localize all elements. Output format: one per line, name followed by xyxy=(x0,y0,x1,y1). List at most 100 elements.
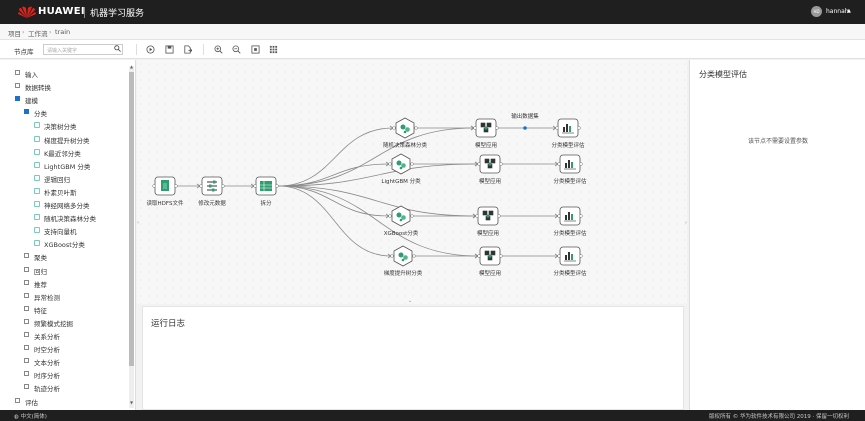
collapse-log-icon[interactable]: ⌄ xyxy=(408,298,413,304)
zoom-in-icon[interactable] xyxy=(214,45,223,54)
scroll-down-icon[interactable]: ▼ xyxy=(130,400,134,405)
tree-item[interactable]: XGBoost分类 xyxy=(34,239,126,249)
flow-node-apply2[interactable]: 模型应用 xyxy=(477,154,503,185)
input-port[interactable] xyxy=(152,184,156,188)
expand-toggle-icon[interactable] xyxy=(24,279,29,285)
expand-toggle-icon[interactable] xyxy=(15,83,20,89)
tree-item[interactable]: 朴素贝叶斯 xyxy=(34,187,126,197)
collapse-toggle-icon[interactable] xyxy=(24,109,29,115)
username[interactable]: hannah xyxy=(826,8,849,15)
flow-edge[interactable] xyxy=(277,127,475,187)
tree-item[interactable]: 时空分析 xyxy=(24,344,126,354)
flow-node-eval3[interactable]: 分类模型评估 xyxy=(553,206,587,237)
fit-screen-icon[interactable] xyxy=(251,45,260,54)
input-port[interactable] xyxy=(557,254,561,258)
collapse-toggle-icon[interactable] xyxy=(15,96,20,102)
expand-toggle-icon[interactable] xyxy=(24,384,29,390)
tree-item[interactable]: 聚类 xyxy=(24,252,126,262)
output-port[interactable] xyxy=(412,254,416,258)
tree-item[interactable]: 输入 xyxy=(15,69,126,79)
output-port[interactable] xyxy=(499,162,503,166)
tree-item[interactable]: 回归 xyxy=(24,266,126,276)
output-port[interactable] xyxy=(410,214,414,218)
flow-node-gbt[interactable]: 梯度提升树分类 xyxy=(384,245,423,277)
flow-node-apply3[interactable]: 模型应用 xyxy=(475,206,501,237)
input-port[interactable] xyxy=(388,214,392,218)
language-switcher[interactable]: ◍ 中文(简体) xyxy=(14,412,47,420)
output-port[interactable] xyxy=(577,126,581,130)
input-port[interactable] xyxy=(390,254,394,258)
user-avatar[interactable]: HD xyxy=(811,6,822,17)
tree-item[interactable]: 推荐 xyxy=(24,279,126,289)
flow-node-apply1[interactable]: 模型应用 xyxy=(473,118,499,149)
sidebar-scrollbar-thumb[interactable] xyxy=(129,72,134,366)
output-port[interactable] xyxy=(495,126,499,130)
expand-toggle-icon[interactable] xyxy=(15,397,20,403)
tree-item[interactable]: 神经网络多分类 xyxy=(34,200,126,210)
zoom-out-icon[interactable] xyxy=(232,45,241,54)
tree-item[interactable]: 逻辑回归 xyxy=(34,174,126,184)
input-port[interactable] xyxy=(555,126,559,130)
output-port[interactable] xyxy=(499,254,503,258)
tree-item[interactable]: 分类 xyxy=(24,108,126,118)
caret-up-icon[interactable]: ▲ xyxy=(847,8,851,14)
breadcrumb-item-project[interactable]: 项目 xyxy=(8,30,21,38)
flow-edge[interactable] xyxy=(277,185,479,257)
expand-toggle-icon[interactable] xyxy=(24,253,29,259)
expand-toggle-icon[interactable] xyxy=(24,266,29,272)
tree-item[interactable]: 频繁模式挖掘 xyxy=(24,318,126,328)
workflow-graph[interactable]: 输出数据集读取HDFS文件修改元数据拆分随机决策森林分类LightGBM 分类X… xyxy=(137,60,687,304)
expand-toggle-icon[interactable] xyxy=(24,371,29,377)
tree-item[interactable]: 随机决策森林分类 xyxy=(34,213,126,223)
input-port[interactable] xyxy=(557,214,561,218)
save-icon[interactable] xyxy=(165,45,174,54)
flow-node-meta[interactable]: 修改元数据 xyxy=(198,176,226,207)
flow-node-split[interactable]: 拆分 xyxy=(253,176,279,207)
expand-toggle-icon[interactable] xyxy=(15,70,20,75)
expand-toggle-icon[interactable] xyxy=(24,305,29,311)
tree-item[interactable]: 异常检测 xyxy=(24,292,126,302)
tree-item[interactable]: 时序分析 xyxy=(24,370,126,380)
tree-item[interactable]: 轨迹分析 xyxy=(24,383,126,393)
output-port[interactable] xyxy=(579,162,583,166)
breadcrumb-item-workflow[interactable]: 工作流 xyxy=(28,30,48,38)
flow-node-apply4[interactable]: 模型应用 xyxy=(477,246,503,277)
input-port[interactable] xyxy=(392,126,396,130)
grid-icon[interactable] xyxy=(269,45,278,54)
scroll-up-icon[interactable]: ▲ xyxy=(130,64,134,69)
expand-toggle-icon[interactable] xyxy=(24,345,29,351)
input-port[interactable] xyxy=(388,162,392,166)
input-port[interactable] xyxy=(475,214,479,218)
input-port[interactable] xyxy=(477,162,481,166)
tree-item[interactable]: K最近邻分类 xyxy=(34,148,126,158)
flow-node-eval1[interactable]: 分类模型评估 xyxy=(551,118,585,149)
input-port[interactable] xyxy=(557,162,561,166)
input-port[interactable] xyxy=(477,254,481,258)
collapse-right-icon[interactable]: › xyxy=(685,220,687,226)
expand-toggle-icon[interactable] xyxy=(24,332,29,337)
expand-toggle-icon[interactable] xyxy=(24,358,29,364)
tree-item[interactable]: 梯度提升树分类 xyxy=(34,135,126,145)
output-port[interactable] xyxy=(414,126,418,130)
output-port[interactable] xyxy=(579,254,583,258)
expand-toggle-icon[interactable] xyxy=(24,292,29,298)
flow-node-xgb[interactable]: XGBoost分类 xyxy=(384,205,419,237)
output-port[interactable] xyxy=(275,184,279,188)
node-search-input[interactable]: 请输入关键字 xyxy=(43,44,123,55)
tree-item[interactable]: 关系分析 xyxy=(24,331,126,341)
export-icon[interactable] xyxy=(183,45,192,54)
flow-edge[interactable] xyxy=(277,185,477,217)
flow-node-eval4[interactable]: 分类模型评估 xyxy=(553,246,587,277)
expand-toggle-icon[interactable] xyxy=(24,318,29,324)
output-port[interactable] xyxy=(410,162,414,166)
tree-item[interactable]: 建模 xyxy=(15,95,126,105)
flow-node-rf[interactable]: 随机决策森林分类 xyxy=(383,117,428,149)
input-port[interactable] xyxy=(253,184,257,188)
tree-item[interactable]: LightGBM 分类 xyxy=(34,161,126,171)
output-port[interactable] xyxy=(221,184,225,188)
edge-port[interactable] xyxy=(523,126,527,130)
tree-item[interactable]: 评估 xyxy=(15,397,126,407)
tree-item[interactable]: 文本分析 xyxy=(24,357,126,367)
flow-edge[interactable] xyxy=(277,163,479,187)
